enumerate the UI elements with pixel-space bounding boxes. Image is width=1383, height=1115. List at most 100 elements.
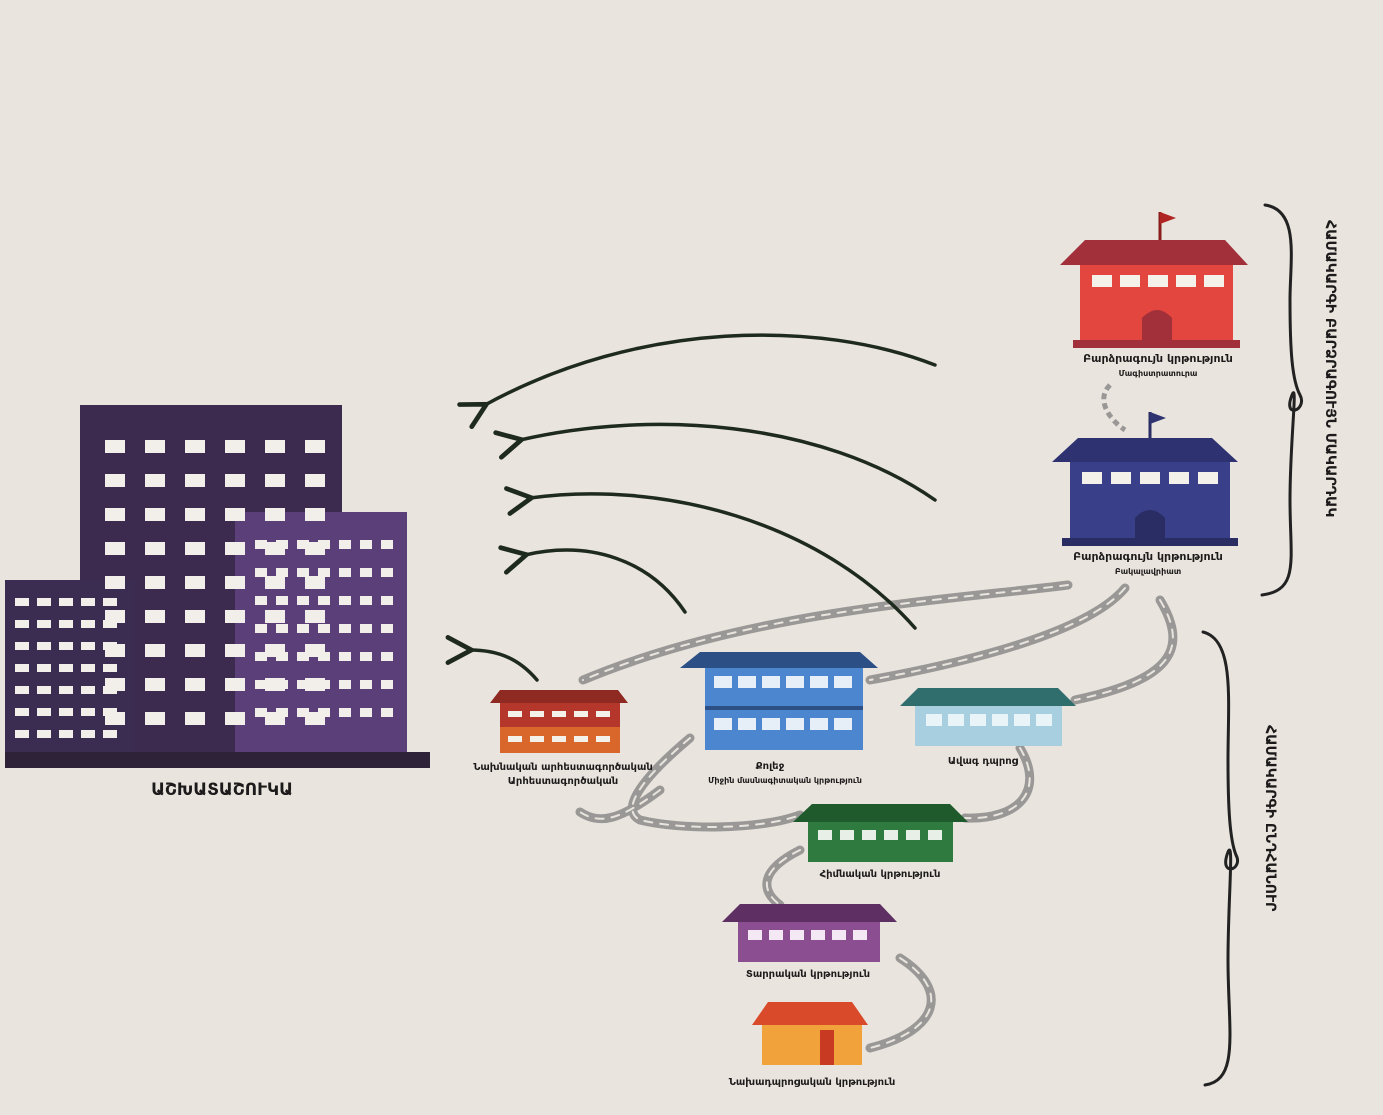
window (318, 624, 330, 633)
window (225, 440, 245, 453)
window (1140, 472, 1160, 484)
window (185, 610, 205, 623)
window (339, 540, 351, 549)
arrow-master (485, 333, 937, 405)
window (255, 540, 267, 549)
window (81, 730, 95, 738)
window (360, 652, 372, 661)
window (508, 736, 522, 742)
window (381, 624, 393, 633)
window (948, 714, 964, 726)
window (552, 711, 566, 717)
window (1198, 472, 1218, 484)
window (37, 620, 51, 628)
window (225, 712, 245, 725)
window (185, 508, 205, 521)
higher-bracket (1260, 203, 1303, 597)
window (255, 680, 267, 689)
window (103, 730, 117, 738)
window (81, 686, 95, 694)
window (381, 568, 393, 577)
window (37, 642, 51, 650)
window (762, 718, 780, 730)
window (790, 930, 804, 940)
window (81, 598, 95, 606)
window (926, 714, 942, 726)
window (834, 718, 852, 730)
window (81, 620, 95, 628)
window (339, 624, 351, 633)
window (15, 730, 29, 738)
window (832, 930, 846, 940)
bachelor-university-building (1052, 412, 1238, 546)
window (103, 686, 117, 694)
workforce-label: ԱՇԽԱՏԱՇՈՒԿԱ (151, 780, 293, 800)
window (185, 576, 205, 589)
window (1148, 275, 1168, 287)
window (297, 708, 309, 717)
window (1036, 714, 1052, 726)
window (255, 652, 267, 661)
window (276, 540, 288, 549)
college-building (680, 652, 878, 750)
basic-education-building (793, 804, 968, 862)
window (1176, 275, 1196, 287)
window (928, 830, 942, 840)
window (145, 678, 165, 691)
window (1092, 275, 1112, 287)
window (862, 830, 876, 840)
high-school-building (900, 688, 1076, 746)
window (103, 664, 117, 672)
high-school-label: Ավագ դպրոց (948, 756, 1019, 767)
window (276, 624, 288, 633)
window (762, 676, 780, 688)
window (265, 576, 285, 589)
window (360, 568, 372, 577)
window (810, 676, 828, 688)
window (381, 652, 393, 661)
flag-icon (1150, 412, 1166, 424)
window (318, 652, 330, 661)
brackets (1201, 203, 1303, 1087)
window (769, 930, 783, 940)
road-primary-to-preschool (865, 953, 936, 1053)
arrow-college (530, 494, 917, 630)
window (574, 711, 588, 717)
window (305, 610, 325, 623)
window (255, 708, 267, 717)
window (15, 598, 29, 606)
master-label: Բարձրագույն կրթություն (1083, 352, 1233, 365)
general-bracket (1201, 630, 1239, 1087)
window (145, 576, 165, 589)
window (1111, 472, 1131, 484)
window (265, 440, 285, 453)
window (105, 474, 125, 487)
window (748, 930, 762, 940)
window (360, 708, 372, 717)
window (103, 598, 117, 606)
window (185, 678, 205, 691)
window (530, 711, 544, 717)
window (381, 708, 393, 717)
window (818, 830, 832, 840)
window (1082, 472, 1102, 484)
window (185, 440, 205, 453)
preschool-building (752, 1002, 868, 1065)
master-sublabel: Մագիստրատուրա (1119, 369, 1198, 378)
window (81, 708, 95, 716)
window (37, 708, 51, 716)
window (185, 474, 205, 487)
window (339, 568, 351, 577)
college-sublabel: Միջին մասնագիտական կրթություն (708, 776, 862, 785)
primary-education-label: Տարրական կրթություն (746, 969, 870, 980)
window (145, 440, 165, 453)
window (37, 686, 51, 694)
window (276, 680, 288, 689)
window (37, 664, 51, 672)
window (37, 598, 51, 606)
road-dashes (579, 584, 1174, 1049)
window (318, 708, 330, 717)
window (225, 678, 245, 691)
window (738, 676, 756, 688)
